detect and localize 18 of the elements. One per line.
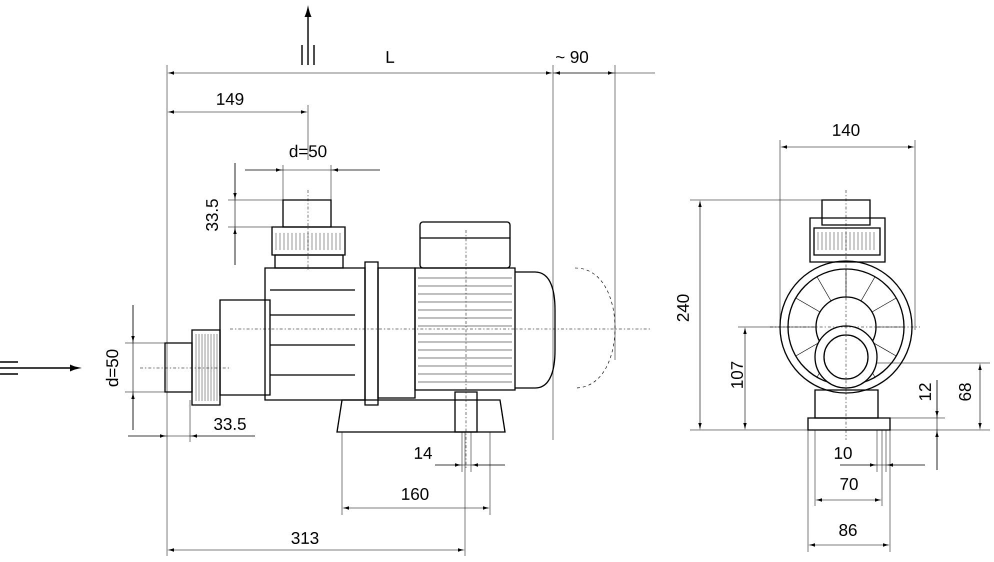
dimension-value: d=50 <box>106 350 118 386</box>
dimension-value: 240 <box>677 294 689 322</box>
dimension-value: 33.5 <box>214 418 246 430</box>
dimension-value: 14 <box>414 447 432 459</box>
dimension-value: 160 <box>402 488 428 500</box>
dimension-value: 140 <box>833 124 860 136</box>
dimension-value: 68 <box>959 383 971 401</box>
dimension-value: L <box>386 51 394 63</box>
dimension-value: 33.5 <box>206 199 218 231</box>
dimension-value: d=50 <box>290 144 326 158</box>
dimension-value: 149 <box>217 93 244 105</box>
dimension-value: ~ 90 <box>556 51 588 63</box>
dimension-value: 70 <box>840 478 858 490</box>
dimension-value: 107 <box>731 362 743 388</box>
dimension-value: 10 <box>834 447 852 459</box>
dimension-value: 86 <box>839 524 857 536</box>
dimension-value: 313 <box>292 532 318 544</box>
dimension-value: 12 <box>919 383 931 400</box>
